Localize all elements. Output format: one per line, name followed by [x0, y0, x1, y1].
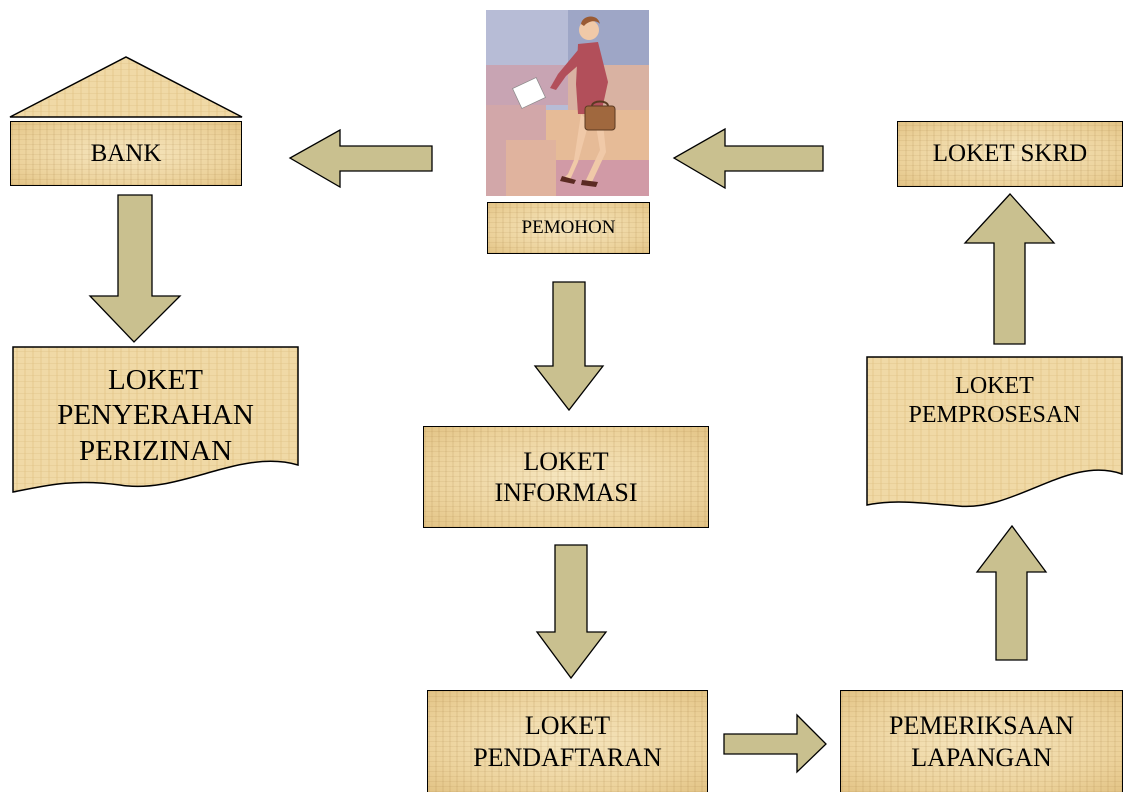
- bank-label: BANK: [90, 139, 162, 167]
- loket-pemprosesan-label-1: LOKET: [955, 373, 1034, 399]
- arrow-skrd-to-pemohon: [672, 127, 824, 190]
- pemeriksaan-lapangan-label-2: LAPANGAN: [911, 742, 1052, 772]
- pemohon-box: PEMOHON: [487, 202, 650, 254]
- arrow-pemprosesan-to-skrd: [963, 193, 1056, 345]
- pemeriksaan-lapangan-label-1: PEMERIKSAAN: [889, 711, 1074, 741]
- arrow-pemohon-to-informasi: [533, 281, 605, 412]
- loket-skrd-box: LOKET SKRD: [897, 121, 1123, 187]
- loket-penyerahan-text: LOKET PENYERAHAN PERIZINAN: [13, 363, 298, 469]
- loket-pendaftaran-label-1: LOKET: [524, 711, 611, 741]
- loket-skrd-label: LOKET SKRD: [932, 140, 1088, 167]
- loket-penyerahan-label-2: PENYERAHAN: [57, 399, 254, 432]
- pemeriksaan-lapangan-box: PEMERIKSAAN LAPANGAN: [840, 690, 1123, 792]
- arrow-bank-to-penyerahan: [88, 194, 182, 343]
- loket-informasi-label-2: INFORMASI: [494, 478, 638, 507]
- bank-box: BANK: [10, 121, 242, 186]
- loket-pemprosesan-text: LOKET PEMPROSESAN: [867, 372, 1122, 431]
- arrow-pendaftaran-to-pemeriksaan: [723, 713, 827, 774]
- loket-penyerahan-label-1: LOKET: [107, 364, 204, 396]
- arrow-pemohon-to-bank: [288, 128, 433, 189]
- pemohon-label: PEMOHON: [521, 216, 616, 238]
- businesswoman-clipart-icon: [486, 10, 649, 196]
- loket-pendaftaran-label-2: PENDAFTARAN: [473, 742, 662, 772]
- arrow-informasi-to-pendaftaran: [535, 544, 608, 680]
- loket-pemprosesan-label-2: PEMPROSESAN: [908, 402, 1081, 429]
- loket-informasi-label-1: LOKET: [523, 446, 609, 476]
- loket-penyerahan-label-3: PERIZINAN: [78, 434, 233, 467]
- arrow-pemeriksaan-to-pemprosesan: [975, 524, 1048, 661]
- loket-informasi-box: LOKET INFORMASI: [423, 426, 709, 528]
- loket-pendaftaran-box: LOKET PENDAFTARAN: [427, 690, 708, 792]
